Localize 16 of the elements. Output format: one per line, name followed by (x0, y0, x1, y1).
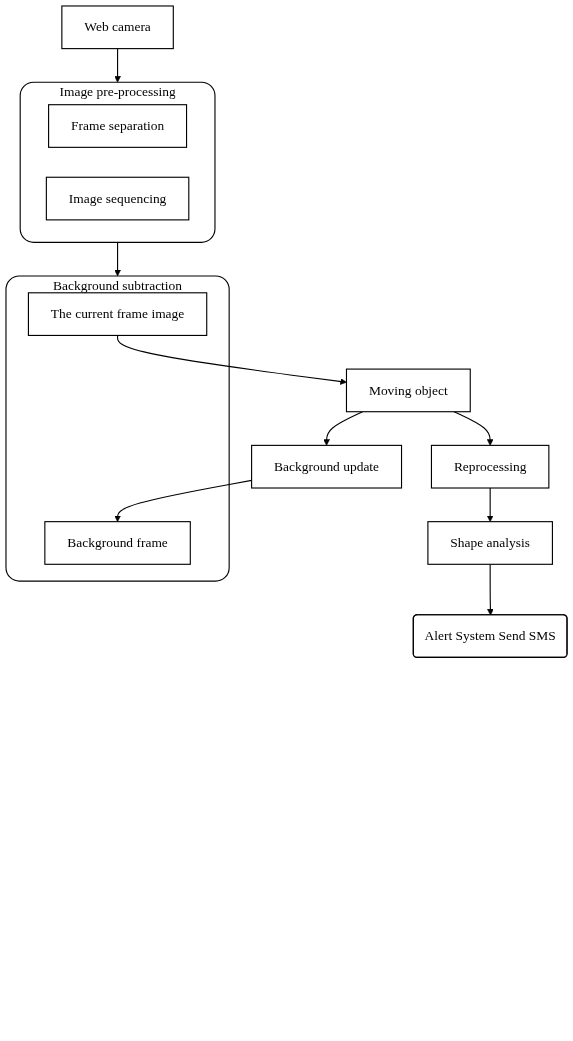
arrow (114, 48, 121, 83)
node-box: Web camera (61, 5, 174, 50)
node-box: Image sequencing (45, 176, 190, 221)
arrow (487, 563, 494, 616)
node-box: Background update (251, 444, 403, 489)
node-box: Shape analysis (427, 521, 553, 565)
arrow (114, 241, 121, 277)
node-box: Reprocessing (430, 444, 550, 489)
node-box: Moving object (345, 368, 471, 413)
node-box: The current frame image (27, 292, 208, 336)
arrow (486, 487, 494, 522)
arrow (117, 334, 347, 385)
node-box: Frame separation (48, 104, 188, 148)
arrow (453, 411, 494, 446)
node-box: Background frame (44, 521, 191, 565)
arrow (323, 411, 364, 446)
